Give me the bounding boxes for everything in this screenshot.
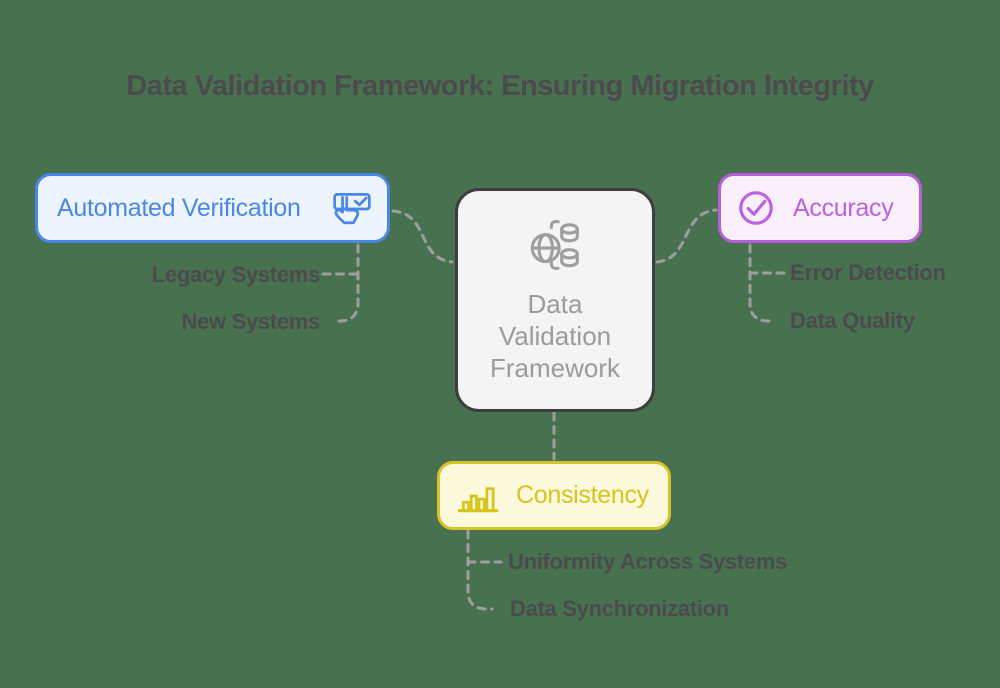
- automated-verification-label: Automated Verification: [57, 193, 301, 222]
- connector-center-to-accuracy: [655, 208, 718, 264]
- connector-automated-to-center: [391, 209, 454, 264]
- sub-label-error-detection: Error Detection: [790, 260, 946, 285]
- node-accuracy: Accuracy: [718, 173, 922, 243]
- center-node-label: Data Validation Framework: [489, 289, 620, 383]
- accuracy-label: Accuracy: [793, 193, 894, 222]
- node-data-validation-framework: Data Validation Framework: [455, 188, 655, 412]
- sub-label-new-systems: New Systems: [181, 309, 320, 334]
- page-title: Data Validation Framework: Ensuring Migr…: [126, 70, 874, 102]
- sub-label-uniformity-across-systems: Uniformity Across Systems: [508, 549, 788, 574]
- sub-label-data-synchronization: Data Synchronization: [510, 596, 729, 621]
- node-consistency: Consistency: [437, 461, 671, 530]
- connector-accuracy-children-spine: [748, 243, 776, 323]
- globe-databases-icon: [526, 216, 584, 274]
- circle-check-icon: [735, 187, 777, 229]
- bar-chart-icon: [455, 475, 501, 517]
- connector-automated-children-spine: [332, 243, 360, 323]
- consistency-label: Consistency: [516, 481, 649, 509]
- sub-label-legacy-systems: Legacy Systems: [151, 262, 321, 287]
- node-automated-verification: Automated Verification: [35, 173, 390, 243]
- connector-consistency-children-spine: [466, 529, 494, 611]
- tap-check-icon: [330, 187, 374, 229]
- sub-label-data-quality: Data Quality: [790, 308, 915, 333]
